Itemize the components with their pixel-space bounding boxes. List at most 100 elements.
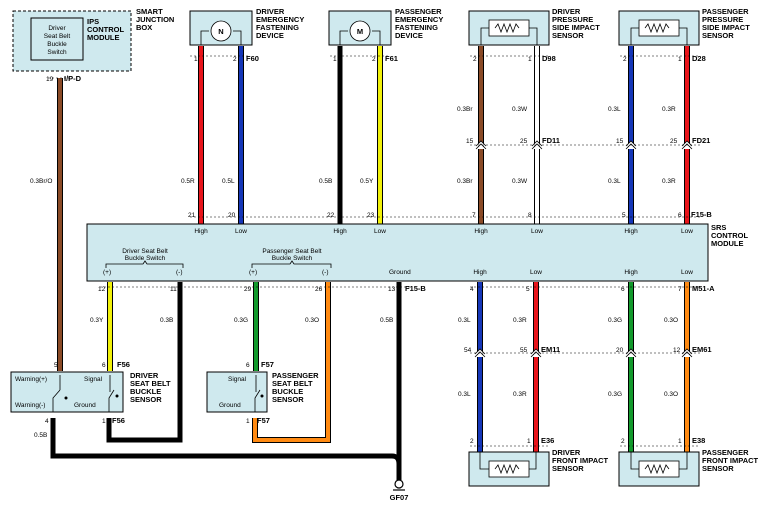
sjb-inner-line-1: IPS bbox=[87, 17, 99, 26]
drv-fasten-wire-1: 0.5R bbox=[181, 178, 195, 185]
drv-side-mid-pin-1: 15 bbox=[466, 138, 474, 145]
srs-bottom-pin-4: 4 bbox=[470, 286, 474, 293]
pass-front-wire-top-2: 0.3O bbox=[664, 317, 678, 324]
drv-buckle-label-ground: Ground bbox=[74, 402, 96, 409]
passenger-front-impact-sensor: 0.3G 0.3O 20 12 EM61 0.3G 0.3O 2 1 E38 P… bbox=[608, 317, 759, 487]
drv-front-wire-bottom-2: 0.3R bbox=[513, 391, 527, 398]
drv-fasten-name-1: DRIVER bbox=[256, 7, 285, 16]
sjb-connector: I/P-D bbox=[64, 74, 82, 83]
srs-drv-switch-brace bbox=[105, 260, 184, 268]
pass-buckle-name-3: BUCKLE bbox=[272, 387, 303, 396]
srs-bottom-pin-6: 6 bbox=[621, 286, 625, 293]
connector-dashes bbox=[48, 55, 700, 354]
pass-fasten-name-3: FASTENING bbox=[395, 23, 438, 32]
pass-front-pin-1: 1 bbox=[678, 438, 682, 445]
srs-bottom-label-3: High bbox=[624, 269, 638, 276]
srs-top-label-3: High bbox=[333, 228, 347, 235]
sensor-coil-icon bbox=[494, 22, 520, 34]
drv-fasten-connector: F60 bbox=[246, 54, 259, 63]
drv-side-name-2: PRESSURE bbox=[552, 15, 593, 24]
break-fd11-right bbox=[531, 140, 543, 150]
drv-fasten-leads bbox=[200, 30, 242, 45]
srs-bottom-pin-26: 26 bbox=[315, 286, 323, 293]
sjb-inner-line-3: MODULE bbox=[87, 33, 120, 42]
drv-buckle-label-warning-minus: Warning(-) bbox=[15, 402, 45, 409]
drv-buckle-switch-contacts bbox=[52, 375, 115, 412]
drv-buckle-bottom-pin-4: 4 bbox=[45, 418, 49, 425]
srs-top-pin-23: 23 bbox=[367, 212, 375, 219]
srs-drv-plus: (+) bbox=[103, 269, 111, 276]
pass-front-name-2: FRONT IMPACT bbox=[702, 456, 759, 465]
drv-fasten-pin-2: 2 bbox=[233, 56, 237, 63]
drv-buckle-label-warning-plus: Warning(+) bbox=[15, 376, 47, 383]
pass-front-pin-2: 2 bbox=[621, 438, 625, 445]
drv-buckle-name-3: BUCKLE bbox=[130, 387, 161, 396]
pass-buckle-box bbox=[206, 371, 268, 413]
srs-bottom-label-2: Low bbox=[530, 269, 542, 276]
smart-junction-box: Driver Seat Belt Buckle Switch IPS CONTR… bbox=[12, 7, 174, 185]
srs-top-pin-6: 6 bbox=[678, 212, 682, 219]
lower-wire-labels: 0.3Y 0.3B 0.3G 0.3O 0.5B 0.5B bbox=[34, 317, 393, 439]
pass-fasten-pin-2: 2 bbox=[372, 56, 376, 63]
drv-fasten-wire-2: 0.5L bbox=[222, 178, 235, 185]
drv-buckle-top-connector: F56 bbox=[117, 360, 130, 369]
ground-point: GF07 bbox=[390, 479, 409, 502]
drv-buckle-bottom-connector: F56 bbox=[112, 416, 125, 425]
pass-front-name-1: PASSENGER bbox=[702, 448, 749, 457]
pass-buckle-bottom-pin: 1 bbox=[246, 418, 250, 425]
drv-side-wire-top-2: 0.3W bbox=[512, 106, 528, 113]
srs-name-1: SRS bbox=[711, 223, 726, 232]
sjb-switch-line-4: Switch bbox=[47, 49, 67, 56]
drv-front-pin-2: 2 bbox=[470, 438, 474, 445]
drv-side-connector: D98 bbox=[542, 54, 556, 63]
passenger-seat-belt-buckle-sensor: 6 F57 Signal Ground 1 F57 PASSENGER SEAT… bbox=[206, 360, 319, 425]
srs-bottom-left-connector: F15-B bbox=[405, 284, 426, 293]
srs-top-label-1: High bbox=[194, 228, 208, 235]
srs-bottom-pin-7: 7 bbox=[678, 286, 682, 293]
srs-pass-switch-line-1: Passenger Seat Belt bbox=[262, 248, 321, 255]
srs-drv-switch-line-1: Driver Seat Belt bbox=[122, 248, 168, 255]
pass-front-element bbox=[638, 460, 680, 478]
srs-top-pin-20: 20 bbox=[228, 212, 236, 219]
pass-side-name-2: PRESSURE bbox=[702, 15, 743, 24]
drv-side-wire-bottom-1: 0.3Br bbox=[457, 178, 473, 185]
drv-front-pin-1: 1 bbox=[527, 438, 531, 445]
drv-buckle-label-signal: Signal bbox=[84, 376, 103, 383]
pass-front-mid-pin-2: 12 bbox=[673, 347, 681, 354]
srs-ground-label: Ground bbox=[389, 269, 411, 276]
drv-buckle-wire-1: 0.3Y bbox=[90, 317, 104, 324]
pass-fasten-wire-2: 0.5Y bbox=[360, 178, 374, 185]
pass-buckle-label-signal: Signal bbox=[228, 376, 247, 383]
ground-label: GF07 bbox=[390, 493, 409, 502]
drv-front-name-2: FRONT IMPACT bbox=[552, 456, 609, 465]
drv-fasten-name-3: FASTENING bbox=[256, 23, 299, 32]
drv-buckle-contact-dot-2 bbox=[115, 394, 119, 398]
break-fd11-left bbox=[475, 140, 487, 150]
pass-buckle-name-1: PASSENGER bbox=[272, 371, 319, 380]
passenger-pressure-side-impact-sensor: PASSENGER PRESSURE SIDE IMPACT SENSOR 2 … bbox=[608, 7, 750, 185]
drv-front-wire-top-2: 0.3R bbox=[513, 317, 527, 324]
sjb-name-line-1: SMART bbox=[136, 7, 163, 16]
drv-side-wire-top-1: 0.3Br bbox=[457, 106, 473, 113]
drv-side-pin-1: 1 bbox=[528, 56, 532, 63]
wire-black-drv-buckle bbox=[106, 282, 183, 443]
sensor-coil-icon bbox=[644, 463, 670, 475]
drv-buckle-wire-2: 0.3B bbox=[160, 317, 173, 324]
srs-top-label-5: High bbox=[474, 228, 488, 235]
pass-front-mid-pin-1: 20 bbox=[616, 347, 624, 354]
pass-side-name-1: PASSENGER bbox=[702, 7, 749, 16]
pass-side-wire-top-1: 0.3L bbox=[608, 106, 621, 113]
drv-buckle-box bbox=[10, 371, 124, 413]
srs-top-connector: F15-B bbox=[691, 210, 712, 219]
pass-buckle-name-4: SENSOR bbox=[272, 395, 304, 404]
pass-fasten-symbol: M bbox=[357, 27, 363, 36]
pass-front-name-3: SENSOR bbox=[702, 464, 734, 473]
drv-front-name-3: SENSOR bbox=[552, 464, 584, 473]
pass-side-mid-connector: FD21 bbox=[692, 136, 710, 145]
srs-bottom-label-4: Low bbox=[681, 269, 693, 276]
pass-buckle-wire-2: 0.3O bbox=[305, 317, 319, 324]
pass-buckle-top-connector: F57 bbox=[261, 360, 274, 369]
pass-buckle-top-pin: 6 bbox=[246, 362, 250, 369]
drv-fasten-name-2: EMERGENCY bbox=[256, 15, 304, 24]
